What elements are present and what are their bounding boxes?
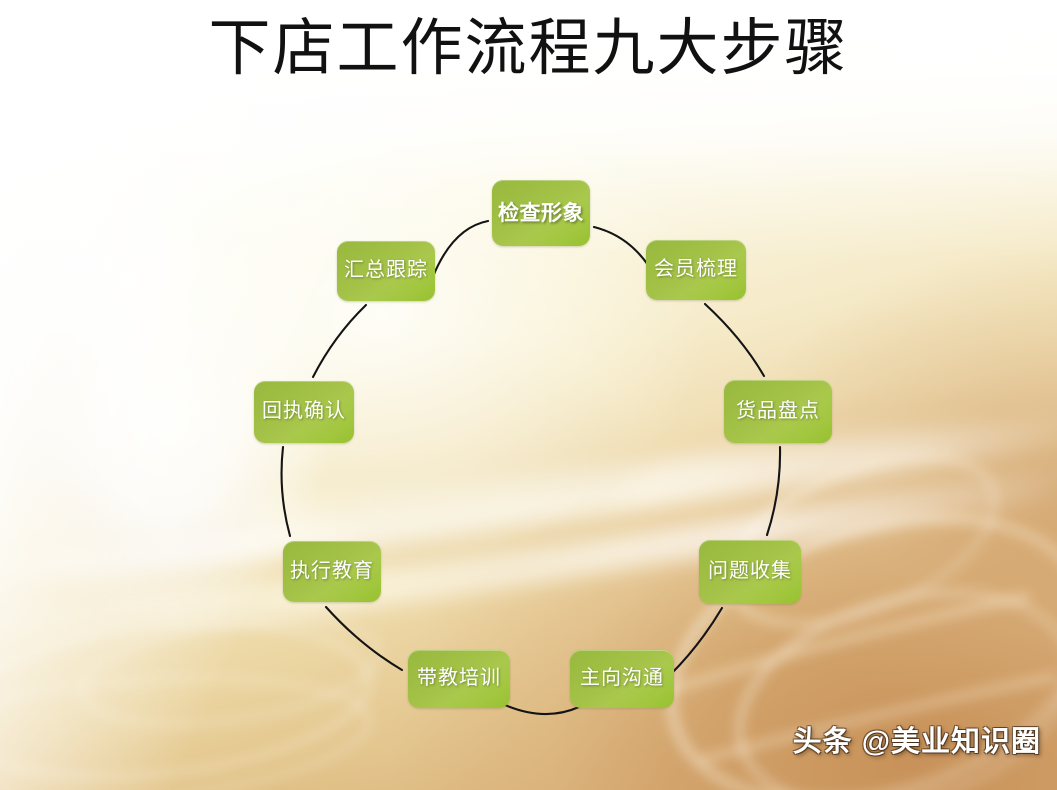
arc-2-to-3 (703, 302, 766, 378)
cycle-node-8-label: 回执确认 (262, 400, 346, 423)
cycle-node-6-label: 带教培训 (417, 667, 501, 690)
arc-6-to-7 (324, 605, 404, 672)
cycle-node-9[interactable]: 汇总跟踪 (337, 241, 435, 301)
cycle-node-5[interactable]: 主向沟通 (570, 650, 674, 708)
watermark: 头条 @美业知识圈 (792, 726, 1041, 758)
cycle-node-2[interactable]: 会员梳理 (646, 240, 746, 300)
cycle-node-9-label: 汇总跟踪 (344, 259, 428, 282)
cycle-node-2-label: 会员梳理 (654, 258, 738, 281)
arc-9-to-1 (430, 219, 490, 281)
cycle-node-5-label: 主向沟通 (580, 667, 664, 690)
arc-4-to-5 (669, 606, 724, 676)
cycle-node-8[interactable]: 回执确认 (254, 381, 354, 443)
arc-3-to-4 (765, 445, 782, 537)
arc-5-to-6 (503, 703, 581, 716)
cycle-node-4[interactable]: 问题收集 (699, 540, 801, 604)
cycle-node-1-label: 检查形象 (498, 200, 584, 225)
cycle-node-3-label: 货品盘点 (736, 399, 820, 422)
cycle-node-1[interactable]: 检查形象 (492, 180, 590, 246)
cycle-node-7[interactable]: 执行教育 (283, 541, 381, 602)
slide-title: 下店工作流程九大步骤 (208, 15, 849, 83)
arc-8-to-9 (311, 303, 368, 379)
cycle-node-7-label: 执行教育 (290, 559, 374, 582)
cycle-node-4-label: 问题收集 (708, 560, 792, 583)
cycle-node-3[interactable]: 货品盘点 (724, 380, 832, 443)
arc-7-to-8 (280, 445, 292, 538)
cycle-node-6[interactable]: 带教培训 (408, 650, 510, 708)
